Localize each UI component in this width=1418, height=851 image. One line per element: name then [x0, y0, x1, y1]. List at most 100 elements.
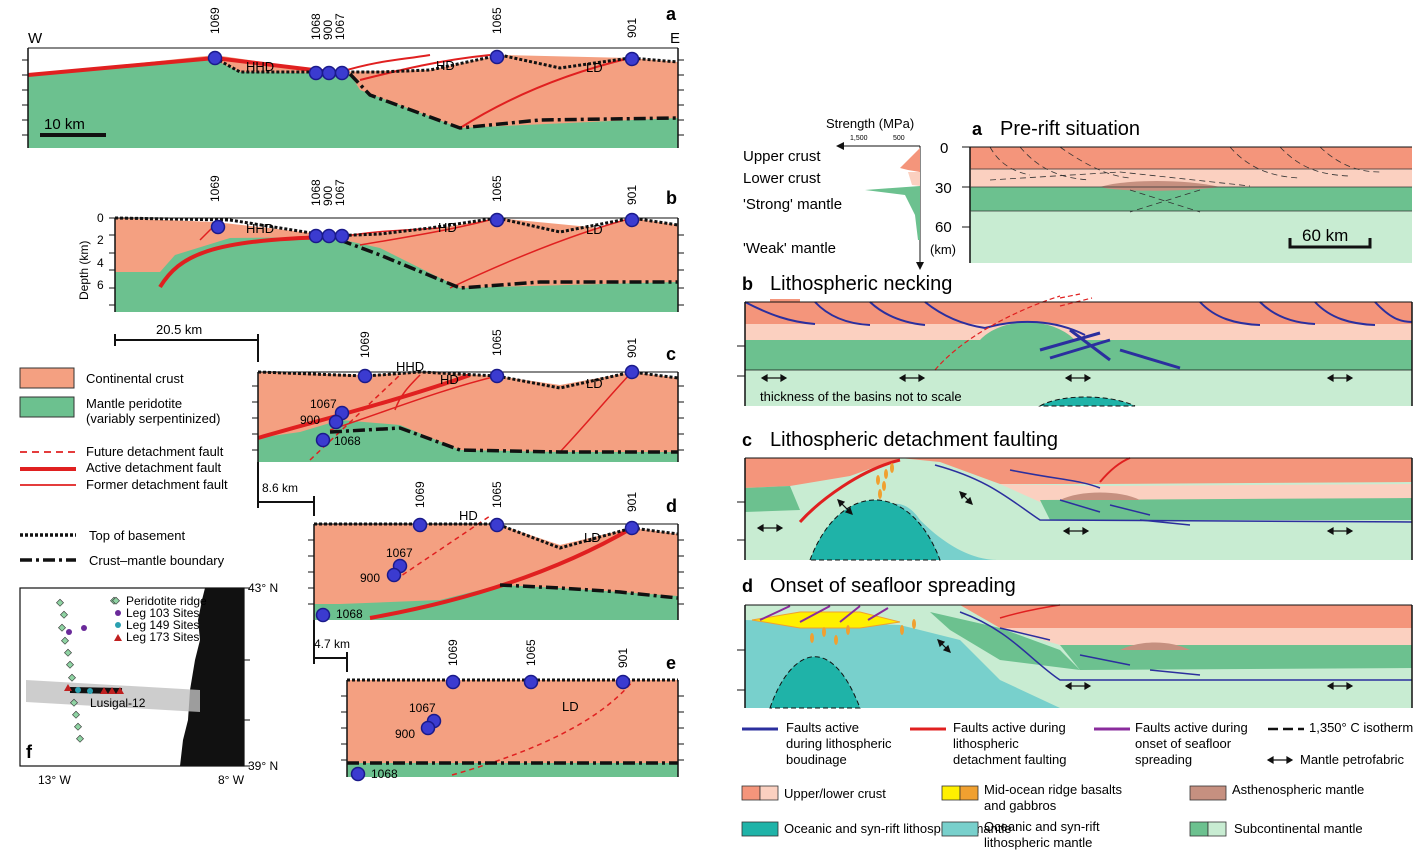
legend-label: lithospheric mantle — [984, 835, 1092, 850]
section-c: c HHD HD LD 1069 1065 901 1067 900 1068 … — [252, 329, 684, 516]
left-sections: W E a HHD HD LD 1069 1068 900 1067 1065 … — [19, 4, 684, 787]
east-label: E — [670, 30, 680, 47]
site-label: 901 — [625, 185, 639, 205]
fault-label: LD — [586, 60, 603, 75]
fault-label: HHD — [246, 221, 274, 236]
site-label: 901 — [616, 648, 630, 668]
petrofabric-arrows — [760, 373, 1354, 383]
scale-bar — [1288, 238, 1372, 249]
layer-label: 'Strong' mantle — [743, 196, 842, 213]
site-label: 900 — [321, 20, 335, 40]
site-label: 1067 — [333, 179, 347, 206]
legend-label: Mid-ocean ridge basalts — [984, 782, 1123, 797]
point-label: 900 — [360, 571, 380, 585]
fault-label: LD — [584, 530, 601, 545]
fault-label: HD — [459, 508, 478, 523]
legend-swatch-gabbros — [1189, 785, 1227, 801]
fault-label: LD — [586, 376, 603, 391]
offset-bracket — [313, 620, 348, 672]
map-legend-label: Leg 149 Sites — [126, 618, 199, 632]
fault-label: LD — [586, 222, 603, 237]
panel-b-note: thickness of the basins not to scale — [760, 389, 962, 404]
section-d-letter: d — [666, 496, 677, 516]
map-legend-label: Leg 173 Sites — [126, 630, 199, 644]
legend-swatch-crust — [19, 367, 75, 389]
depth-tick: 0 — [940, 140, 948, 157]
point-label: 900 — [300, 413, 320, 427]
point-label: 900 — [395, 727, 415, 741]
lon-label: 8° W — [218, 773, 245, 787]
lat-label: 43° N — [248, 581, 278, 595]
site-label: 900 — [321, 186, 335, 206]
map-legend-label: Peridotite ridge — [126, 594, 207, 608]
strength-tick: 1,500 — [850, 135, 868, 142]
point-label: 1068 — [334, 434, 361, 448]
depth-axis-label: Depth (km) — [77, 241, 91, 300]
section-b: b HHD HD LD 1069 1068 900 1067 1065 901 … — [77, 175, 684, 362]
depth-tick: 60 — [935, 219, 952, 236]
depth-tick: 30 — [935, 180, 952, 197]
section-d-sites — [315, 517, 640, 623]
right-legend: Faults active during lithospheric boudin… — [741, 720, 1413, 850]
legend-label: Subcontinental mantle — [1234, 821, 1363, 836]
panel-c-title: Lithospheric detachment faulting — [770, 429, 1058, 451]
site-label: 1065 — [490, 481, 504, 508]
point-label: 1067 — [386, 546, 413, 560]
legend-label: during lithospheric — [786, 736, 892, 751]
legend-label: (variably serpentinized) — [86, 411, 220, 426]
layer-label: 'Weak' mantle — [743, 240, 836, 257]
site-label: 1065 — [490, 7, 504, 34]
section-a-sites — [207, 49, 640, 81]
site-label: 901 — [625, 492, 639, 512]
section-a-letter: a — [666, 4, 677, 24]
fault-label: HD — [438, 220, 457, 235]
strength-profile: Strength (MPa) 1,500 500 Upper crust Low… — [743, 116, 970, 270]
map-legend-label: Leg 103 Sites — [126, 606, 199, 620]
fault-label: LD — [562, 699, 579, 714]
offset-bracket — [114, 334, 259, 362]
site-label: 1068 — [309, 179, 323, 206]
section-d: d HD LD 1069 1065 901 1067 900 1068 4.7 … — [308, 481, 684, 672]
fault-label: HHD — [396, 359, 424, 374]
legend-label: Crust–mantle boundary — [89, 553, 225, 568]
legend-label: Top of basement — [89, 528, 186, 543]
legend-label: detachment faulting — [953, 752, 1066, 767]
offset-bracket — [257, 462, 315, 516]
panel-b-title: Lithospheric necking — [770, 273, 952, 295]
legend-label: Future detachment fault — [86, 444, 224, 459]
section-b-sites — [210, 212, 640, 244]
legend-swatch-oceanic — [941, 821, 979, 837]
legend-label: lithospheric — [953, 736, 1019, 751]
legend-swatch-subcont — [1189, 821, 1209, 837]
fault-label: HHD — [246, 59, 274, 74]
legend-label: Faults active during — [953, 720, 1066, 735]
legend-label: boudinage — [786, 752, 847, 767]
site-label: 1069 — [208, 175, 222, 202]
section-a: W E a HHD HD LD 1069 1068 900 1067 1065 … — [22, 4, 684, 148]
site-label: 1069 — [358, 331, 372, 358]
site-label: 1067 — [333, 13, 347, 40]
legend-label: and gabbros — [984, 798, 1057, 813]
point-label: 1067 — [409, 701, 436, 715]
legend-swatch-crust — [741, 785, 761, 801]
panel-b: thickness of the basins not to scale b L… — [737, 273, 1413, 407]
layer-label: Upper crust — [743, 148, 821, 165]
fault-label: HD — [436, 58, 455, 73]
right-evolution: Strength (MPa) 1,500 500 Upper crust Low… — [737, 116, 1413, 850]
left-legend: Continental crust Mantle peridotite (var… — [19, 367, 228, 568]
panel-c: c Lithospheric detachment faulting — [737, 429, 1413, 561]
west-label: W — [28, 30, 43, 47]
site-label: 1065 — [524, 639, 538, 666]
legend-label: spreading — [1135, 752, 1192, 767]
panel-c-letter: c — [742, 430, 752, 450]
legend-label: Continental crust — [86, 371, 184, 386]
panel-d: d Onset of seafloor spreading — [737, 575, 1413, 709]
point-label: 1068 — [371, 767, 398, 781]
lat-label: 39° N — [248, 759, 278, 773]
lon-label: 13° W — [38, 773, 71, 787]
map-line-label: Lusigal-12 — [90, 696, 146, 710]
section-e-letter: e — [666, 653, 676, 673]
strength-title: Strength (MPa) — [826, 116, 914, 131]
site-label: 1065 — [490, 329, 504, 356]
